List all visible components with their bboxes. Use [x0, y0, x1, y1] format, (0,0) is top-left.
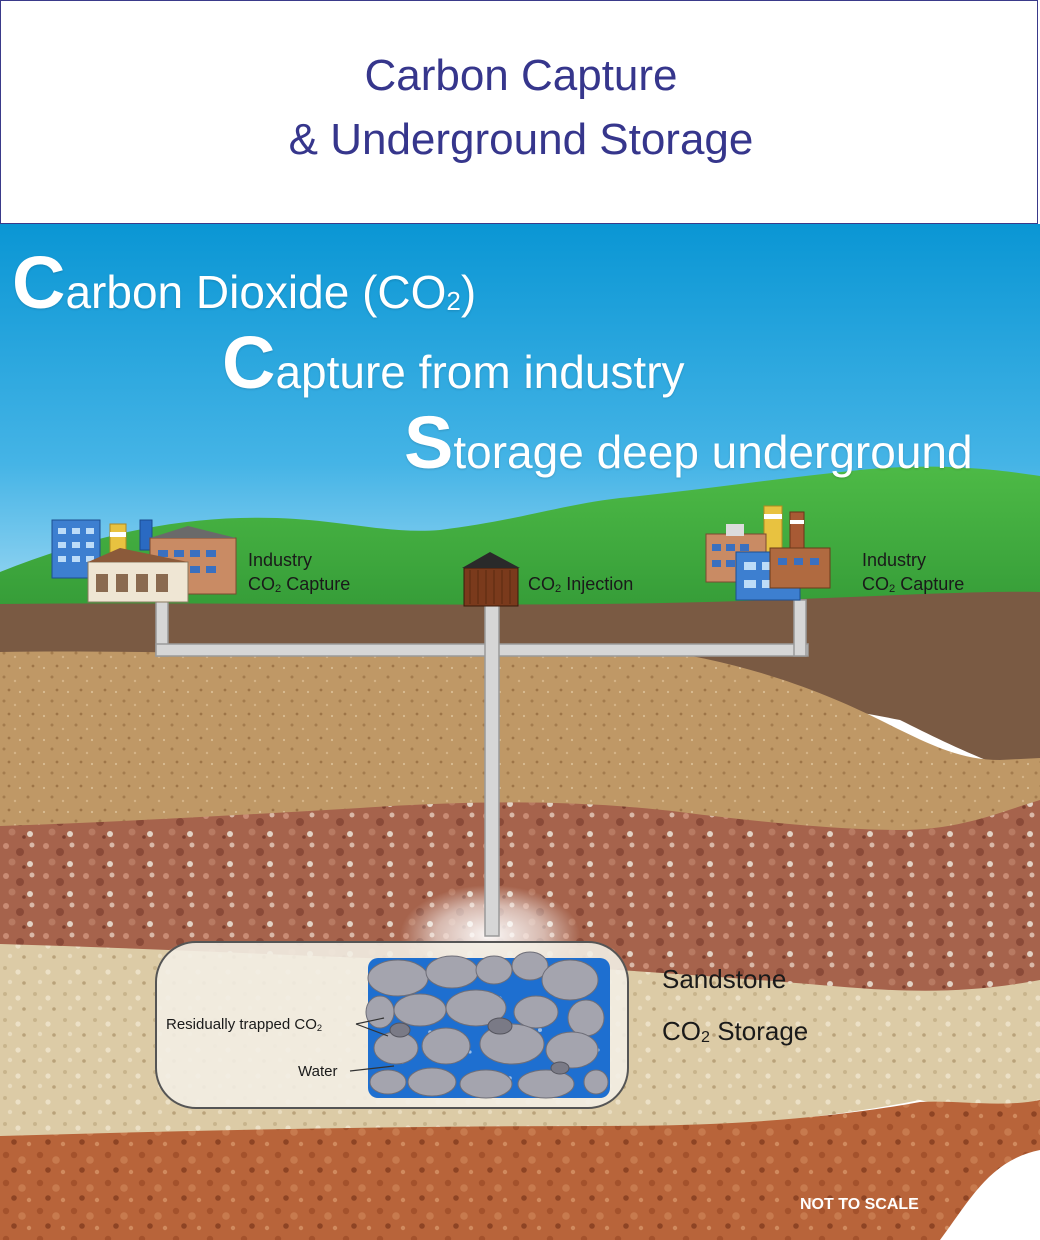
co-subscript: 2	[316, 1023, 323, 1033]
residual-text: Residually trapped CO	[166, 1016, 317, 1033]
headline-initial: C	[222, 321, 276, 404]
injection-building	[462, 552, 520, 607]
label-industry-right-capture: CO2 Capture	[862, 572, 964, 601]
title-line-1: Carbon Capture	[364, 51, 678, 100]
title-header: Carbon Capture & Underground Storage	[0, 0, 1038, 224]
label-co2-injection: CO2 Injection	[528, 572, 633, 601]
pipe-right-vertical	[793, 599, 807, 657]
injection-text: Injection	[561, 574, 634, 594]
headline-capture: Capture from industry	[222, 320, 685, 405]
headline-text-tail: )	[460, 266, 477, 318]
label-industry-left-capture: CO2 Capture	[248, 572, 350, 601]
co-subscript: 2	[555, 583, 562, 595]
headline-subscript: 2	[446, 286, 461, 316]
co-text: CO	[528, 574, 555, 594]
co-subscript: 2	[889, 583, 896, 595]
label-industry-right-title: Industry	[862, 550, 927, 570]
co-subscript: 2	[701, 1028, 710, 1046]
label-water: Water	[298, 1063, 338, 1080]
headline-text-main: arbon Dioxide (CO	[65, 266, 447, 318]
headline-initial: S	[404, 401, 454, 484]
sand-grains	[365, 951, 609, 1099]
co-text: CO	[662, 1016, 701, 1046]
left-industry-buildings	[51, 519, 237, 603]
storage-text: Storage	[709, 1016, 809, 1046]
capture-text: Capture	[281, 574, 351, 594]
right-industry-buildings	[705, 505, 831, 601]
title-line-2: & Underground Storage	[288, 115, 754, 164]
sand-layer	[0, 643, 1040, 860]
headline-initial: C	[12, 241, 66, 324]
label-industry-right: Industry CO2 Capture	[862, 548, 964, 601]
label-sandstone: Sandstone	[662, 964, 787, 994]
label-co2-storage: CO2 Storage	[662, 1016, 808, 1047]
headline-text: arbon Dioxide (CO2)	[65, 266, 476, 318]
pipeline-network	[155, 593, 809, 937]
label-residually-trapped-co2: Residually trapped CO2	[166, 1016, 322, 1033]
not-to-scale-note: NOT TO SCALE	[800, 1196, 919, 1213]
co-text: CO	[248, 574, 275, 594]
pipe-horizontal	[155, 643, 809, 657]
clay-layer	[0, 1100, 1040, 1240]
pipe-injection-well	[484, 595, 500, 937]
headline-text: torage deep underground	[453, 426, 973, 478]
trapped-co2-bubbles	[389, 1017, 570, 1075]
label-industry-left-title: Industry	[248, 550, 313, 570]
capture-text: Capture	[895, 574, 965, 594]
headline-storage: Storage deep underground	[404, 400, 973, 485]
co-text: CO	[862, 574, 889, 594]
headline-text: apture from industry	[275, 346, 685, 398]
right-bedrock-edge	[940, 1150, 1040, 1240]
headline-carbon-dioxide: Carbon Dioxide (CO2)	[12, 240, 476, 325]
label-industry-left: Industry CO2 Capture	[248, 548, 350, 601]
co-subscript: 2	[275, 583, 282, 595]
inset-leader-lines	[349, 1017, 395, 1072]
